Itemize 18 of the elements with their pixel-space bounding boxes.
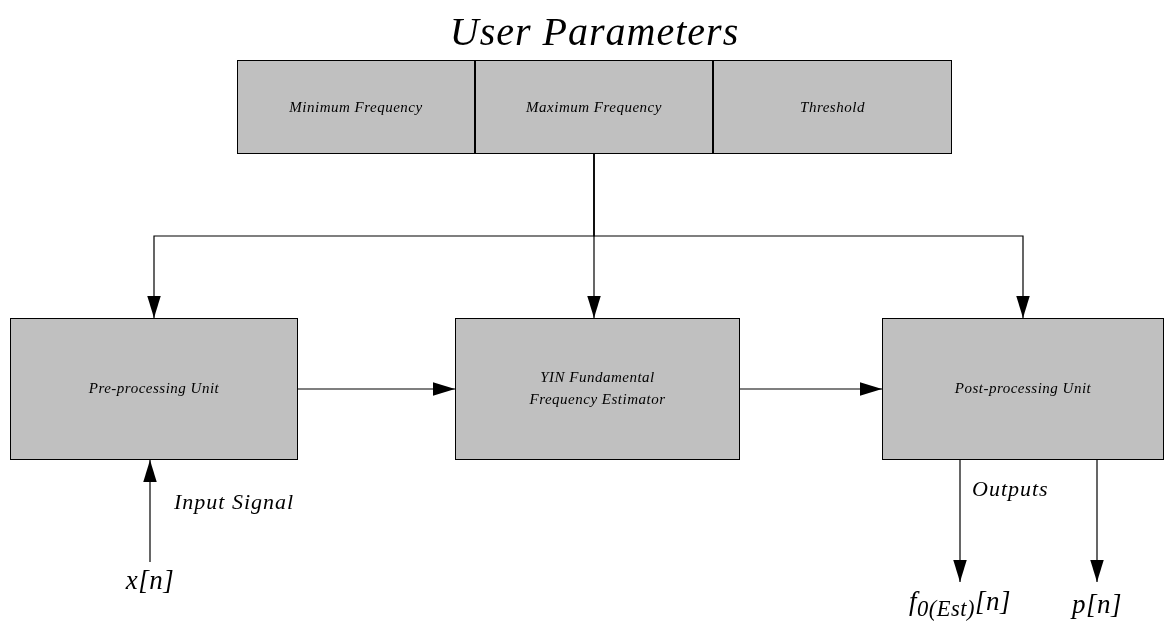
- arrow: [593, 153, 1030, 319]
- process-box: YIN Fundamental Frequency Estimator: [455, 318, 740, 460]
- signal-label: x[n]: [118, 562, 182, 598]
- arrow: [297, 382, 456, 396]
- arrow: [739, 382, 883, 396]
- process-box: Pre-processing Unit: [10, 318, 298, 460]
- edge-label: Input Signal: [174, 489, 295, 515]
- process-box: Post-processing Unit: [882, 318, 1164, 460]
- signal-label: p[n]: [1070, 582, 1124, 626]
- arrow: [143, 459, 157, 563]
- parameter-cell: Minimum Frequency: [237, 60, 475, 154]
- parameter-cell: Threshold: [713, 60, 952, 154]
- parameter-cell: Maximum Frequency: [475, 60, 713, 154]
- heading: User Parameters: [448, 8, 741, 56]
- arrow: [953, 459, 967, 583]
- signal-label: f$_{0(Est)}$[n]: [905, 582, 1015, 626]
- note-label: Outputs: [972, 476, 1049, 502]
- arrow: [1090, 459, 1104, 583]
